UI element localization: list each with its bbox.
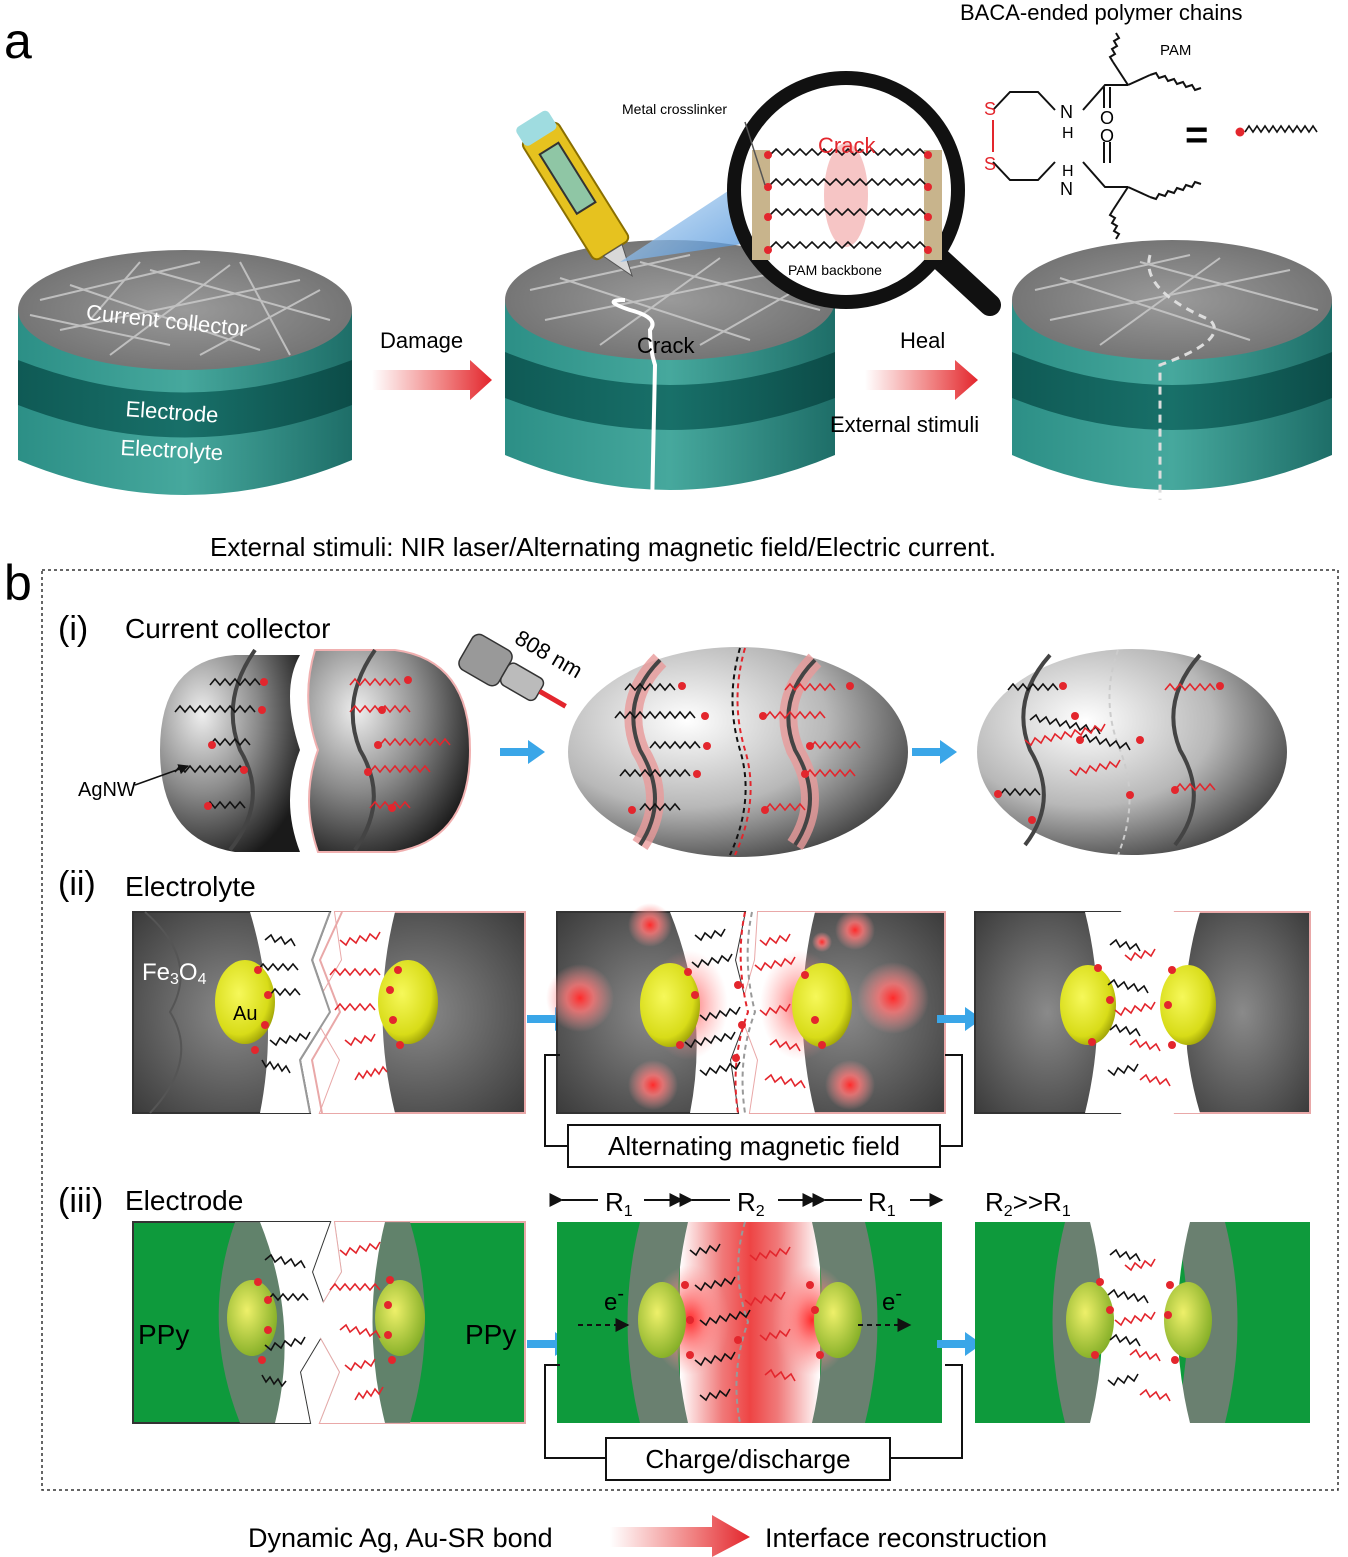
legend-title: BACA-ended polymer chains bbox=[960, 0, 1242, 25]
cc-broken bbox=[160, 648, 472, 853]
charge-discharge-label: Charge/discharge bbox=[645, 1444, 850, 1474]
row-i-number: (i) bbox=[58, 610, 88, 648]
heal-arrow bbox=[865, 360, 978, 400]
oxygen-atom-2: O bbox=[1100, 126, 1114, 146]
r1-left-label: R1 bbox=[605, 1187, 633, 1220]
electron-label-right: e- bbox=[882, 1283, 902, 1316]
ppy-label-left: PPy bbox=[138, 1319, 189, 1350]
stimuli-footnote: External stimuli: NIR laser/Alternating … bbox=[210, 532, 996, 562]
electrolyte-healed bbox=[974, 911, 1311, 1114]
nitrogen-atom-2: N bbox=[1060, 179, 1073, 199]
charge-discharge-box bbox=[605, 1437, 891, 1481]
cylinder-healed bbox=[1012, 240, 1332, 500]
sulfur-atom-1: S bbox=[984, 99, 996, 119]
hydrogen-atom-2: H bbox=[1062, 163, 1074, 180]
cutter-knife-icon bbox=[516, 110, 634, 278]
oxygen-atom-1: O bbox=[1100, 108, 1114, 128]
au-label: Au bbox=[233, 1003, 257, 1025]
fe3o4-label: Fe3O4 bbox=[142, 959, 207, 988]
electron-label-left: e- bbox=[604, 1283, 624, 1316]
sulfur-atom-2: S bbox=[984, 154, 996, 174]
magnetic-bracket-right bbox=[940, 1054, 963, 1147]
row-ii-title: Electrolyte bbox=[125, 871, 256, 902]
row-ii-number: (ii) bbox=[58, 865, 96, 903]
damage-label: Damage bbox=[380, 328, 463, 353]
electrode-healed bbox=[975, 1222, 1310, 1423]
zoom-crack-label: Crack bbox=[818, 133, 876, 158]
electrode-broken bbox=[132, 1221, 526, 1424]
damage-arrow bbox=[372, 360, 492, 400]
bottom-right-label: Interface reconstruction bbox=[765, 1523, 1047, 1553]
baca-structure bbox=[992, 32, 1202, 240]
pam-label: PAM bbox=[1160, 42, 1191, 59]
row-i-arrow-2 bbox=[912, 740, 957, 764]
row-iii-title: Electrode bbox=[125, 1185, 243, 1216]
panel-b-letter: b bbox=[4, 555, 32, 611]
cylinder-original bbox=[18, 250, 352, 495]
magnifier bbox=[727, 71, 1001, 316]
metal-crosslinker-pointer bbox=[744, 121, 766, 186]
panel-a-letter: a bbox=[4, 13, 32, 69]
cylinder-cracked bbox=[505, 240, 835, 511]
pam-backbone-label: PAM backbone bbox=[788, 262, 882, 278]
row-ii-arrow-2 bbox=[937, 1007, 982, 1031]
charge-bracket-right bbox=[890, 1364, 963, 1459]
agnw-pointer bbox=[134, 764, 189, 786]
row-iii-arrow-2 bbox=[937, 1332, 982, 1356]
cc-healed bbox=[977, 649, 1287, 856]
electrolyte-broken bbox=[132, 911, 526, 1114]
metal-crosslinker-label: Metal crosslinker bbox=[622, 101, 727, 117]
agnw-label: AgNW bbox=[78, 779, 136, 801]
bottom-left-label: Dynamic Ag, Au-SR bond bbox=[248, 1523, 553, 1553]
cc-heating bbox=[568, 647, 908, 857]
ppy-label-right: PPy bbox=[465, 1319, 516, 1350]
bottom-arrow bbox=[610, 1515, 750, 1557]
chain-symbol bbox=[1235, 124, 1318, 137]
row-iii-number: (iii) bbox=[58, 1182, 103, 1220]
magnetic-field-box bbox=[567, 1124, 941, 1168]
r2-label: R2 bbox=[737, 1187, 765, 1220]
nitrogen-atom-1: N bbox=[1060, 102, 1073, 122]
row-i-title: Current collector bbox=[125, 613, 330, 644]
charge-bracket-left bbox=[544, 1364, 605, 1459]
electrode-charging bbox=[557, 1221, 942, 1424]
magnetic-field-label: Alternating magnetic field bbox=[608, 1131, 900, 1161]
external-stimuli-label: External stimuli bbox=[830, 412, 979, 437]
heal-label: Heal bbox=[900, 328, 945, 353]
row-i-arrow-1 bbox=[500, 740, 545, 764]
electrolyte-label: Electrolyte bbox=[120, 435, 224, 465]
crack-label: Crack bbox=[637, 333, 695, 358]
r1-right-label: R1 bbox=[868, 1187, 896, 1220]
panel-b-frame bbox=[41, 569, 1339, 1491]
hydrogen-atom-1: H bbox=[1062, 125, 1074, 142]
resistance-relation: R2>>R1 bbox=[985, 1187, 1071, 1220]
equals-sign: = bbox=[1185, 113, 1208, 157]
electrolyte-heating bbox=[546, 903, 946, 1114]
laser-icon bbox=[458, 633, 567, 709]
magnetic-bracket-left bbox=[544, 1054, 567, 1147]
